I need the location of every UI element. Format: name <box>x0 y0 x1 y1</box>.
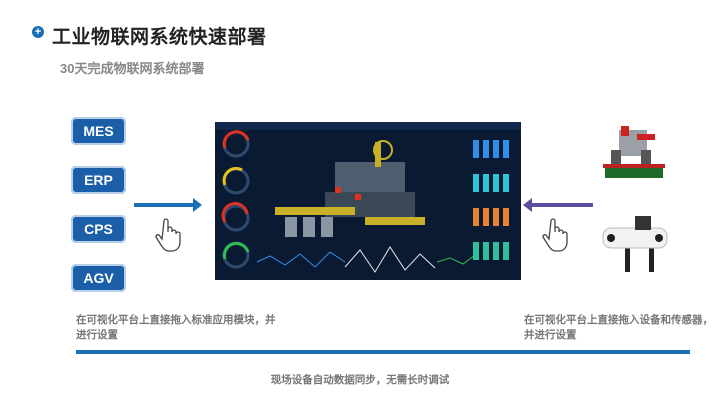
drag-hand-icon <box>542 218 568 252</box>
divider-bar <box>76 350 690 354</box>
arrow-right-icon <box>134 198 202 212</box>
arrow-left-icon <box>523 198 593 212</box>
machine-model <box>275 140 425 237</box>
gauge-panel <box>221 130 250 269</box>
right-caption: 在可视化平台上直接拖入设备和传感器，并进行设置 <box>524 314 713 341</box>
left-caption: 在可视化平台上直接拖入标准应用模块，并进行设置 <box>76 314 276 341</box>
module-mes-button[interactable]: MES <box>71 117 126 145</box>
drag-hand-icon <box>155 218 181 252</box>
module-erp-button[interactable]: ERP <box>71 166 126 194</box>
footer-text: 现场设备自动数据同步，无需长时调试 <box>270 374 450 386</box>
module-cps-button[interactable]: CPS <box>71 215 126 243</box>
plus-circle-icon: + <box>32 26 44 38</box>
fixture-device-image[interactable] <box>597 120 667 190</box>
iot-dashboard-preview[interactable] <box>215 122 521 280</box>
bar-chart-panel <box>473 140 509 260</box>
module-agv-button[interactable]: AGV <box>71 264 126 292</box>
page-subtitle: 30天完成物联网系统部署 <box>60 61 205 76</box>
page-title: 工业物联网系统快速部署 <box>52 27 267 48</box>
sensor-device-image[interactable] <box>597 210 672 275</box>
line-charts <box>256 246 476 273</box>
